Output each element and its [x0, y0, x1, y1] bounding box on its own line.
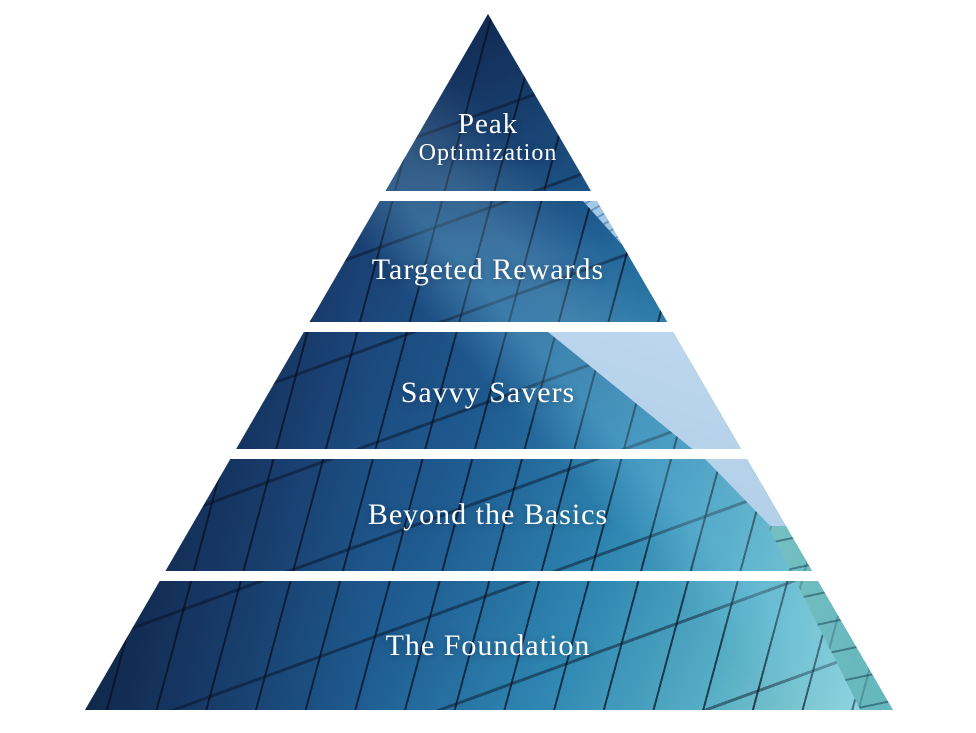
- tier-divider-3: [0, 449, 976, 459]
- tier-divider-2: [0, 322, 976, 332]
- tier-divider-1: [0, 191, 976, 201]
- tier-divider-4: [0, 571, 976, 581]
